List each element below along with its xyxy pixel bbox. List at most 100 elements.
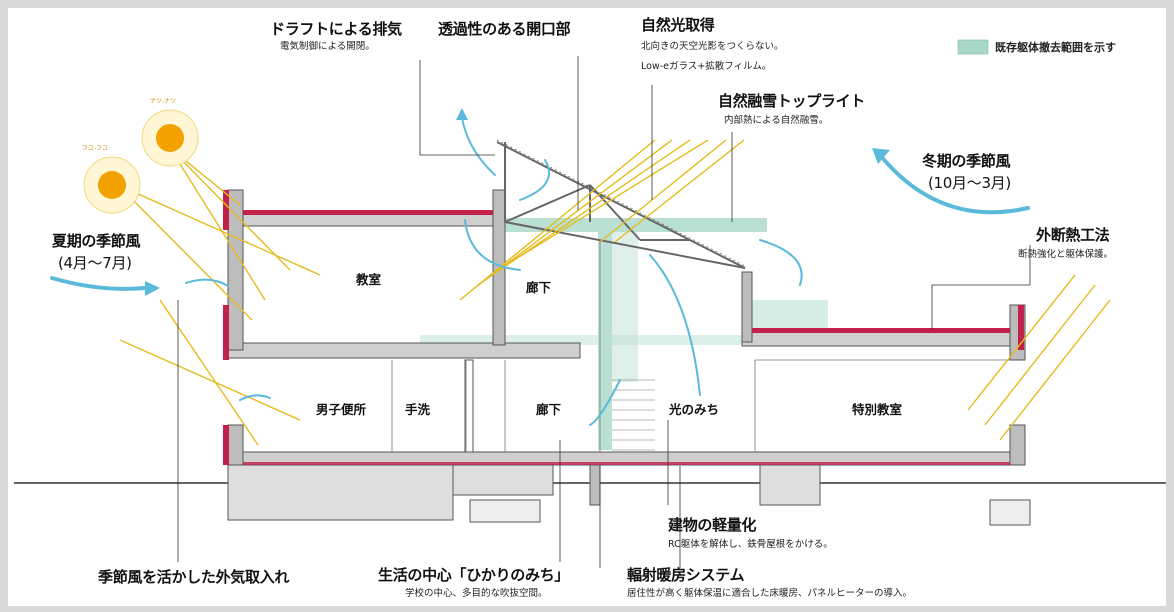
callout-winter-wind-period: (10月〜3月) [928, 174, 1011, 192]
arrowhead-summer [145, 281, 160, 296]
ray-top-4 [497, 139, 709, 271]
callout-ext-insulation-title: 外断熱工法 [1036, 226, 1110, 244]
sun-summer [156, 124, 184, 152]
wall-left-lower [227, 424, 244, 466]
sun-winter [98, 171, 126, 199]
wind-lower-intake [185, 278, 229, 287]
insulation-wall-left [223, 190, 229, 230]
sun-rays [117, 139, 1111, 446]
room-washroom: 手洗 [405, 402, 431, 417]
footing-mid [469, 499, 541, 523]
ray-winter-2 [117, 184, 253, 321]
ray-top-6 [614, 139, 745, 243]
staircase [612, 379, 655, 451]
wind-draft-up [461, 117, 496, 176]
wind-classroom-exhaust [464, 219, 521, 271]
leader-lines [177, 56, 1031, 568]
slab-roof-left [227, 213, 504, 227]
diagram-paper [8, 8, 1166, 606]
truss-diag-1 [504, 184, 591, 223]
callout-center-sub: 学校の中心、多目的な吹抜空間。 [405, 588, 548, 599]
ray-summer-1 [169, 147, 291, 271]
truss-glazing-line [496, 139, 746, 267]
wall-right-lower [1009, 424, 1026, 466]
insulation-floor [243, 462, 1010, 465]
callout-daylight-title: 自然光取得 [641, 16, 715, 34]
callout-lightweight-sub: RC躯体を解体し、鉄骨屋根をかける。 [668, 539, 833, 550]
callout-radiant-sub: 居住性が高く躯体保温に適合した床暖房、パネルヒーターの導入。 [627, 588, 913, 599]
wind-arrows [50, 117, 1030, 426]
foundation-mid [452, 464, 554, 496]
truss-diag-2 [589, 184, 641, 241]
callout-daylight-sub1: 北向きの天空光影をつくらない。 [641, 41, 784, 52]
ray-right-2 [999, 299, 1111, 441]
removed-zone-upper-right [748, 300, 828, 330]
arrowhead-draft [456, 108, 468, 120]
arrowhead-winter [872, 148, 890, 164]
column-ground-2 [464, 359, 474, 453]
ray-top-1 [459, 139, 656, 301]
column-ground-1 [589, 464, 601, 506]
legend-label: 既存躯体撤去範囲を示す [995, 41, 1116, 54]
wind-lightpath-2 [589, 379, 621, 426]
callout-ext-insulation-sub: 断熱強化と躯体保護。 [1018, 249, 1114, 260]
legend-swatch [957, 39, 989, 55]
callout-draft-title: ドラフトによる排気 [270, 20, 402, 38]
ray-right-1 [984, 284, 1096, 426]
slab-second-floor [227, 342, 581, 359]
room-mens-toilet: 男子便所 [316, 402, 367, 417]
room-light-path: 光のみち [669, 402, 720, 417]
foundation-left [227, 464, 454, 521]
leader-ext-insulation [931, 245, 1031, 330]
callout-opening-title: 透過性のある開口部 [438, 20, 571, 38]
ray-right-3 [967, 274, 1076, 411]
leader-draft [419, 60, 495, 156]
interior-partitions [391, 240, 1010, 452]
room-corridor-lower: 廊下 [536, 402, 562, 417]
ray-top-5 [599, 139, 727, 243]
callout-toplight-title: 自然融雪トップライト [718, 92, 866, 110]
slab-roof-right [741, 331, 1025, 347]
room-special-classroom: 特別教室 [852, 402, 903, 417]
wind-arrowheads [145, 108, 890, 296]
insulation-layers [223, 190, 1024, 465]
removed-zone-void [598, 232, 612, 450]
ray-summer-2 [169, 147, 266, 301]
ray-low-1 [119, 339, 301, 421]
wind-truss [519, 159, 551, 201]
callout-radiant-title: 輻射暖房システム [627, 566, 745, 584]
callout-lightweight-title: 建物の軽量化 [668, 516, 757, 534]
callout-daylight-sub2: Low-eガラス+拡散フィルム。 [641, 61, 772, 72]
callout-winter-wind-title: 冬期の季節風 [922, 152, 1011, 170]
wind-lower-intake-2 [239, 394, 271, 401]
footing-right [989, 499, 1031, 526]
sun-summer-label: ナツ-ナツ [150, 98, 177, 105]
column-right [741, 271, 753, 343]
callout-intake-title: 季節風を活かした外気取入れ [98, 568, 290, 586]
removed-zone-void-2 [612, 232, 638, 382]
insulation-wall-left-3 [223, 425, 229, 465]
insulation-roof-right [752, 328, 1010, 333]
wind-right-roof [759, 239, 803, 286]
callout-summer-wind-period: (4月〜7月) [58, 254, 132, 272]
callout-toplight-sub: 内部熱による自然融雪。 [724, 115, 829, 126]
insulation-wall-left-2 [223, 305, 229, 360]
room-classroom: 教室 [356, 272, 382, 287]
suns [83, 109, 199, 214]
wall-left-upper [227, 189, 244, 351]
wind-summer [50, 276, 147, 291]
wind-winter [878, 153, 1030, 215]
callout-draft-sub: 電気制御による開閉。 [280, 41, 375, 52]
truss-top-chord [496, 141, 746, 269]
ray-winter-1 [117, 184, 321, 276]
removed-zone-floor [420, 335, 1020, 345]
insulation-roof-left [243, 210, 493, 215]
callout-center-title: 生活の中心「ひかりのみち」 [378, 566, 570, 584]
truss-glazing [496, 139, 746, 267]
foundation-right [759, 464, 821, 506]
room-corridor-upper: 廊下 [526, 280, 552, 295]
wind-lightpath-up [649, 254, 701, 396]
sun-winter-label: フユ-フユ [82, 145, 109, 152]
